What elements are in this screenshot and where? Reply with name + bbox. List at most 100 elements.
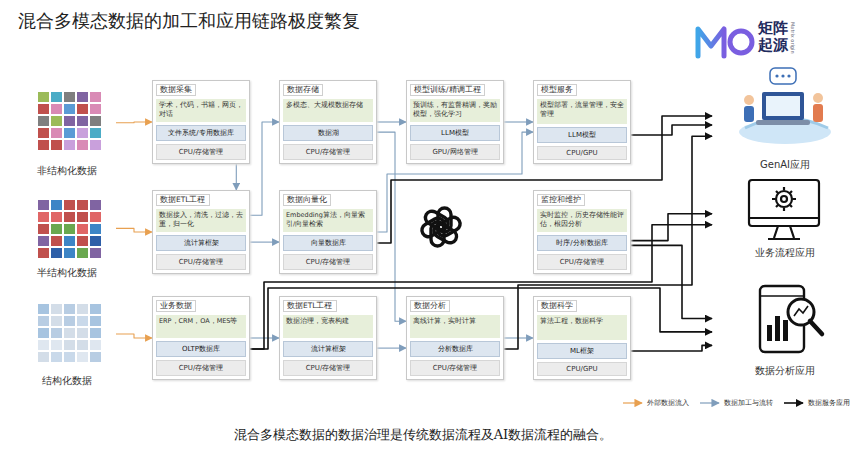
mosaic-tile (77, 116, 88, 126)
database-bar: 数据湖 (283, 125, 373, 141)
mosaic-tile (90, 224, 101, 234)
mosaic-tile (64, 212, 75, 222)
mosaic-tile (77, 200, 88, 210)
application: 业务流程应用 (712, 176, 858, 260)
mosaic-tile (64, 248, 75, 258)
mosaic-tile (64, 200, 75, 210)
mosaic-tile (38, 352, 49, 362)
legend-sample (783, 399, 805, 407)
connector (250, 122, 279, 215)
process-box: 监控和维护实时监控，历史存储性能评估，根因分析时序/分析数据库CPU/存储管理 (533, 190, 631, 274)
database-bar: LLM模型 (410, 125, 500, 141)
mosaic-tile (51, 236, 62, 246)
connector (377, 132, 533, 232)
mosaic-tile (38, 340, 49, 350)
mosaic-tile (77, 224, 88, 234)
data-source: 非结构化数据 (18, 86, 116, 178)
mosaic-tile (90, 316, 101, 326)
mosaic-tile (51, 128, 62, 138)
node-label: GenAI应用 (760, 158, 810, 172)
connector (377, 121, 406, 122)
process-box: 数据采集学术，代码，书籍，网页，对话文件系统/专用数据库CPU/存储管理 (152, 80, 250, 164)
hardware-bar: CPU/GPU (537, 146, 627, 160)
connector (627, 214, 712, 241)
bar-label: CPU/存储管理 (285, 363, 371, 373)
box-heading: 模型服务 (537, 84, 577, 96)
mosaic-tile (90, 352, 101, 362)
box-heading: 监控和维护 (537, 194, 585, 206)
mosaic-tile (64, 352, 75, 362)
mosaic-tile (90, 304, 101, 314)
database-bar: OLTP数据库 (156, 341, 246, 357)
database-bar: ML框架 (537, 343, 627, 359)
hardware-bar: CPU/存储管理 (156, 144, 246, 160)
database-bar: 流计算框架 (283, 341, 373, 357)
bar-label: 数据湖 (285, 128, 371, 138)
data-source: 结构化数据 (18, 298, 116, 388)
box-heading: 数据ETL工程 (283, 300, 337, 312)
mosaic-tile (77, 248, 88, 258)
bar-label: CPU/GPU (539, 365, 625, 373)
connector (627, 125, 712, 135)
hardware-bar: CPU/存储管理 (283, 144, 373, 160)
process-box: 数据分析离线计算，实时计算分析数据库CPU/存储管理 (406, 296, 504, 380)
box-description: 算法工程，数据科学 (537, 315, 627, 340)
mosaic-tile (38, 248, 49, 258)
legend-line (623, 402, 642, 403)
mosaic-tile (77, 236, 88, 246)
mosaic-tile (51, 340, 62, 350)
node-label: 数据分析应用 (755, 364, 815, 378)
connector (500, 136, 712, 349)
mosaic-tile (77, 92, 88, 102)
mosaic-tile (38, 328, 49, 338)
mosaic-tile (64, 340, 75, 350)
mosaic-tile (90, 212, 101, 222)
node-label: 业务流程应用 (755, 246, 815, 260)
connector (116, 121, 152, 123)
mosaic-tile (38, 236, 49, 246)
legend-item: 数据加工与流转 (699, 398, 773, 408)
box-description: 数据治理，宽表构建 (283, 315, 373, 338)
mosaic-tile (90, 92, 101, 102)
box-heading: 数据科学 (537, 300, 577, 312)
box-heading: 模型训练/精调工程 (410, 84, 485, 96)
mosaic-tile (51, 116, 62, 126)
mosaic-tile (77, 212, 88, 222)
mosaic-tile (38, 224, 49, 234)
mosaic-tile (38, 116, 49, 126)
mosaic-tile (38, 128, 49, 138)
mosaic-tile (64, 116, 75, 126)
box-heading: 业务数据 (156, 300, 196, 312)
mosaic-tile (90, 200, 101, 210)
process-box: 模型训练/精调工程预训练，有监督精调，奖励模型，强化学习LLM模型GPU/网络管… (406, 80, 504, 164)
mosaic-tile (51, 352, 62, 362)
mosaic-tile (90, 128, 101, 138)
database-bar: 流计算框架 (156, 235, 246, 251)
mosaic-tile (51, 248, 62, 258)
mosaic-tile (77, 328, 88, 338)
database-bar: 文件系统/专用数据库 (156, 125, 246, 141)
hardware-bar: CPU/存储管理 (410, 360, 500, 376)
mosaic-tile (64, 224, 75, 234)
bar-label: CPU/存储管理 (412, 363, 498, 373)
box-heading: 数据ETL工程 (156, 194, 210, 206)
bar-label: ML框架 (539, 346, 625, 356)
box-heading: 数据采集 (156, 84, 196, 96)
bar-label: LLM模型 (412, 128, 498, 138)
process-box: 业务数据ERP，CRM，OA，MES等OLTP数据库CPU/存储管理 (152, 296, 250, 380)
genai-icon (739, 68, 831, 144)
mosaic-tile (38, 200, 49, 210)
process-box: 数据存储多模态、大规模数据存储数据湖CPU/存储管理 (279, 80, 377, 164)
application: GenAI应用 (712, 60, 858, 172)
mosaic-tile (51, 224, 62, 234)
mosaic-tile (64, 128, 75, 138)
node-label: 结构化数据 (42, 374, 92, 388)
mosaic-tile (64, 236, 75, 246)
hardware-bar: CPU/存储管理 (156, 360, 246, 376)
connector (246, 225, 712, 349)
company-logo (698, 29, 752, 56)
bar-label: OLTP数据库 (158, 344, 244, 354)
logo-text: 矩阵起源 (758, 20, 788, 53)
mosaic-tile (64, 328, 75, 338)
hardware-bar: CPU/存储管理 (156, 254, 246, 270)
